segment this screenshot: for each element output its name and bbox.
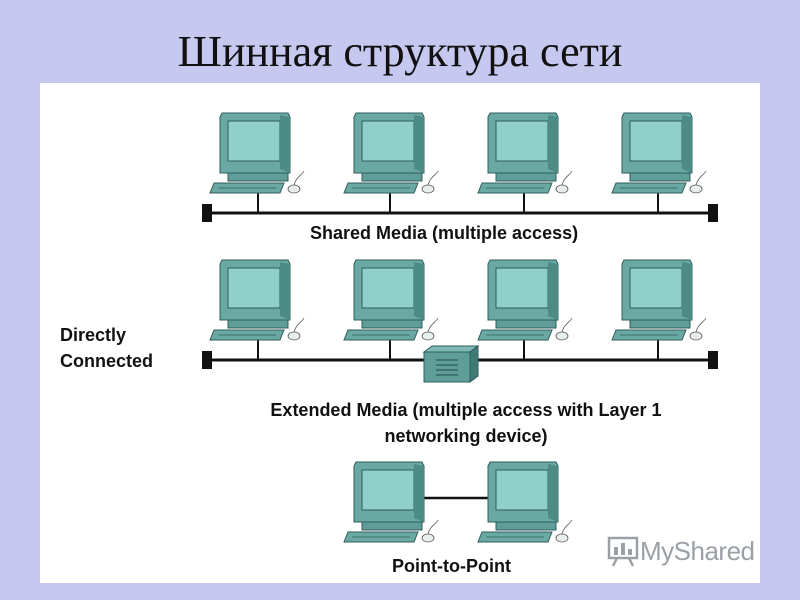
terminator-icon: [708, 204, 718, 222]
computer-icon: [209, 259, 305, 341]
watermark-text: MyShared: [640, 535, 755, 566]
point-to-point-label: Point-to-Point: [392, 556, 511, 576]
directly-connected-line: Connected: [60, 351, 154, 371]
slide-title: Шинная структура сети: [177, 27, 623, 76]
shared-media-label: Shared Media (multiple access): [310, 223, 579, 243]
terminator-icon: [708, 351, 718, 369]
computer-icon: [343, 112, 439, 194]
computer-icon: [611, 112, 707, 194]
computer-icon: [477, 259, 573, 341]
extended-media-line: Extended Media (multiple access with Lay…: [270, 400, 662, 420]
computer-icon: [477, 112, 573, 194]
extended-media-line: networking device): [384, 426, 548, 446]
computer-icon: [209, 112, 305, 194]
terminator-icon: [202, 204, 212, 222]
shared-media-bus: [202, 193, 718, 222]
directly-connected-label: Directly Connected: [60, 322, 153, 374]
watermark: MyShared: [606, 534, 755, 568]
terminator-icon: [202, 351, 212, 369]
computer-icon: [611, 259, 707, 341]
directly-connected-line: Directly: [60, 325, 127, 345]
computer-icon: [343, 259, 439, 341]
presentation-icon: [607, 536, 639, 567]
computer-icon: [343, 461, 439, 543]
hub-icon: [422, 345, 480, 383]
computer-icon: [477, 461, 573, 543]
extended-media-label: Extended Media (multiple access with Lay…: [236, 397, 696, 449]
